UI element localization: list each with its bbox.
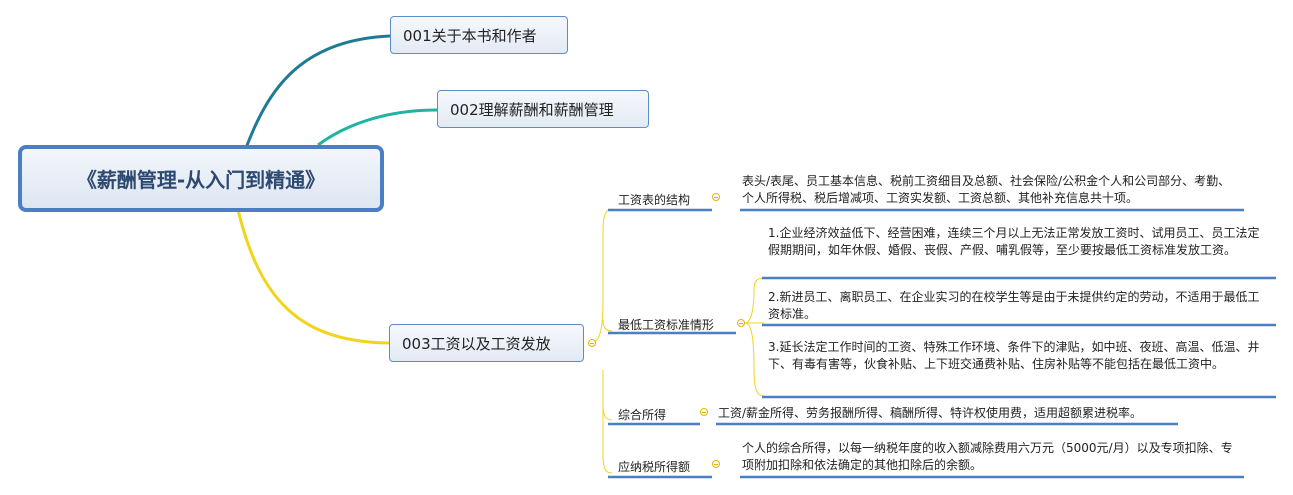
topic-about-book[interactable]: 001关于本书和作者 bbox=[390, 16, 568, 54]
taxable-income-detail[interactable]: 个人的综合所得，以每一纳税年度的收入额减除费用六万元（5000元/月）以及专项扣… bbox=[742, 440, 1242, 474]
min-wage-item-3[interactable]: 3.延长法定工作时间的工资、特殊工作环境、条件下的津贴，如中班、夜班、高温、低温… bbox=[768, 339, 1268, 373]
detail-text: 表头/表尾、员工基本信息、税前工资细目及总额、社会保险/公积金个人和公司部分、考… bbox=[742, 174, 1231, 205]
subtopic-label: 最低工资标准情形 bbox=[618, 318, 715, 332]
detail-text: 工资/薪金所得、劳务报酬所得、稿酬所得、特许权使用费，适用超额累进税率。 bbox=[718, 406, 1143, 420]
subtopic-label: 工资表的结构 bbox=[618, 193, 691, 207]
collapse-icon[interactable] bbox=[712, 193, 720, 201]
topic-label: 003工资以及工资发放 bbox=[402, 334, 551, 353]
root-topic[interactable]: 《薪酬管理-从入门到精通》 bbox=[18, 145, 384, 212]
collapse-icon[interactable] bbox=[588, 339, 596, 347]
subtopic-label: 综合所得 bbox=[618, 408, 667, 422]
subtopic-taxable-income[interactable]: 应纳税所得额 bbox=[618, 458, 690, 475]
detail-text: 1.企业经济效益低下、经营困难，连续三个月以上无法正常发放工资时、试用员工、员工… bbox=[768, 226, 1260, 257]
collapse-icon[interactable] bbox=[700, 408, 708, 416]
detail-text: 2.新进员工、离职员工、在企业实习的在校学生等是由于未提供约定的劳动，不适用于最… bbox=[768, 290, 1260, 321]
collapse-icon[interactable] bbox=[712, 460, 720, 468]
topic-understand-compensation[interactable]: 002理解薪酬和薪酬管理 bbox=[437, 90, 649, 128]
topic-wages-and-payment[interactable]: 003工资以及工资发放 bbox=[389, 324, 584, 362]
min-wage-item-2[interactable]: 2.新进员工、离职员工、在企业实习的在校学生等是由于未提供约定的劳动，不适用于最… bbox=[768, 289, 1268, 323]
salary-table-detail[interactable]: 表头/表尾、员工基本信息、税前工资细目及总额、社会保险/公积金个人和公司部分、考… bbox=[742, 173, 1242, 207]
branch-to-topic-003 bbox=[236, 209, 390, 345]
branch-to-topic-002 bbox=[317, 108, 438, 147]
subtopic-label: 应纳税所得额 bbox=[618, 460, 691, 474]
comprehensive-income-detail[interactable]: 工资/薪金所得、劳务报酬所得、稿酬所得、特许权使用费，适用超额累进税率。 bbox=[718, 405, 1188, 422]
subtopic-comprehensive-income[interactable]: 综合所得 bbox=[618, 406, 666, 423]
min-wage-item-1[interactable]: 1.企业经济效益低下、经营困难，连续三个月以上无法正常发放工资时、试用员工、员工… bbox=[768, 225, 1268, 259]
subtopic-salary-table[interactable]: 工资表的结构 bbox=[618, 191, 690, 208]
topic-label: 002理解薪酬和薪酬管理 bbox=[450, 100, 614, 119]
topic-label: 001关于本书和作者 bbox=[403, 26, 537, 45]
collapse-icon[interactable] bbox=[737, 319, 745, 327]
branch-to-topic-001 bbox=[244, 34, 391, 149]
subtopic-min-wage[interactable]: 最低工资标准情形 bbox=[618, 316, 714, 333]
root-title: 《薪酬管理-从入门到精通》 bbox=[76, 168, 326, 192]
detail-text: 个人的综合所得，以每一纳税年度的收入额减除费用六万元（5000元/月）以及专项扣… bbox=[742, 441, 1233, 472]
detail-text: 3.延长法定工作时间的工资、特殊工作环境、条件下的津贴，如中班、夜班、高温、低温… bbox=[768, 340, 1260, 371]
